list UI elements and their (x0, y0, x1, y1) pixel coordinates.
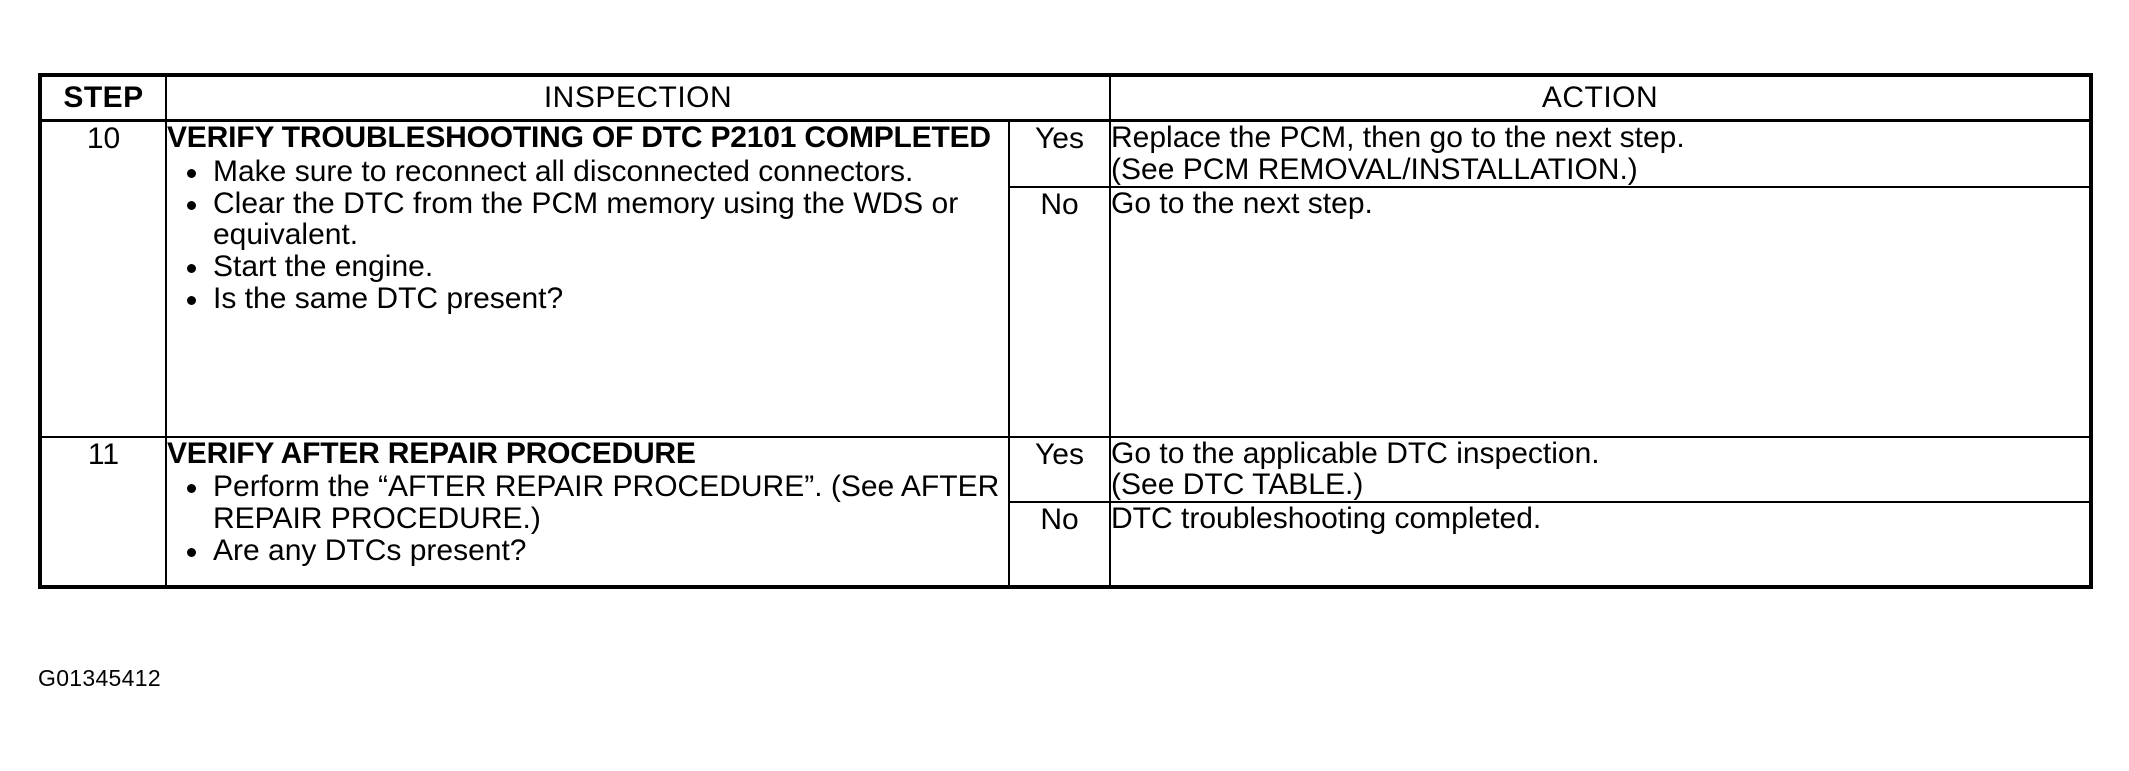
list-item: Make sure to reconnect all disconnected … (173, 155, 1008, 188)
action-cell-no: Go to the next step. (1109, 185, 2093, 438)
table-row: No DTC troubleshooting completed. (40, 501, 2093, 589)
step-number: 11 (39, 435, 167, 589)
inspection-bullet-list: Perform the “AFTER REPAIR PROCEDURE”. (S… (167, 471, 1008, 566)
list-item: Start the engine. (173, 251, 1008, 283)
list-item: Are any DTCs present? (173, 535, 1008, 567)
action-line: (See PCM REMOVAL/INSTALLATION.) (1111, 152, 1638, 186)
inspection-title: VERIFY AFTER REPAIR PROCEDURE (167, 436, 696, 470)
list-item: Is the same DTC present? (173, 283, 1008, 315)
table-header: STEP INSPECTION ACTION (39, 74, 2093, 122)
table-body: 10 VERIFY TROUBLESHOOTING OF DTC P2101 C… (39, 119, 2093, 589)
action-line: DTC troubleshooting completed. (1111, 502, 1542, 536)
column-header-action: ACTION (1109, 74, 2093, 122)
table-row: 10 VERIFY TROUBLESHOOTING OF DTC P2101 C… (39, 119, 2093, 438)
outcome-label-yes: Yes (1007, 435, 1112, 504)
outcome-label-no: No (1007, 185, 1112, 438)
action-cell-yes: Go to the applicable DTC inspection. (Se… (1109, 435, 2093, 504)
table-header-row: STEP INSPECTION ACTION (39, 74, 2093, 122)
step-number: 10 (39, 119, 167, 438)
action-line: Go to the applicable DTC inspection. (1111, 436, 1600, 470)
table-row: 11 VERIFY AFTER REPAIR PROCEDURE Perform… (39, 435, 2093, 589)
list-item: Perform the “AFTER REPAIR PROCEDURE”. (S… (173, 471, 1008, 535)
outcome-label-yes: Yes (1007, 119, 1112, 188)
action-cell-no: DTC troubleshooting completed. (1109, 501, 2093, 589)
table-row: No Go to the next step. (40, 185, 2093, 438)
inspection-cell: VERIFY TROUBLESHOOTING OF DTC P2101 COMP… (165, 119, 1010, 438)
action-line: Go to the next step. (1111, 186, 1373, 220)
column-header-inspection: INSPECTION (164, 74, 1112, 122)
list-item: Clear the DTC from the PCM memory using … (173, 187, 1008, 252)
inspection-bullet-list: Make sure to reconnect all disconnected … (167, 155, 1008, 315)
figure-id-label: G01345412 (38, 665, 161, 691)
column-header-step: STEP (39, 74, 167, 122)
action-cell-yes: Replace the PCM, then go to the next ste… (1109, 119, 2093, 188)
action-line: (See DTC TABLE.) (1111, 468, 1364, 502)
inspection-cell: VERIFY AFTER REPAIR PROCEDURE Perform th… (165, 435, 1010, 589)
dtc-troubleshooting-table: STEP INSPECTION ACTION 10 VERIFY TROUBLE… (38, 73, 2094, 590)
inspection-title: VERIFY TROUBLESHOOTING OF DTC P2101 COMP… (167, 121, 991, 154)
outcome-label-no: No (1007, 501, 1112, 589)
action-line: Replace the PCM, then go to the next ste… (1111, 121, 1685, 154)
